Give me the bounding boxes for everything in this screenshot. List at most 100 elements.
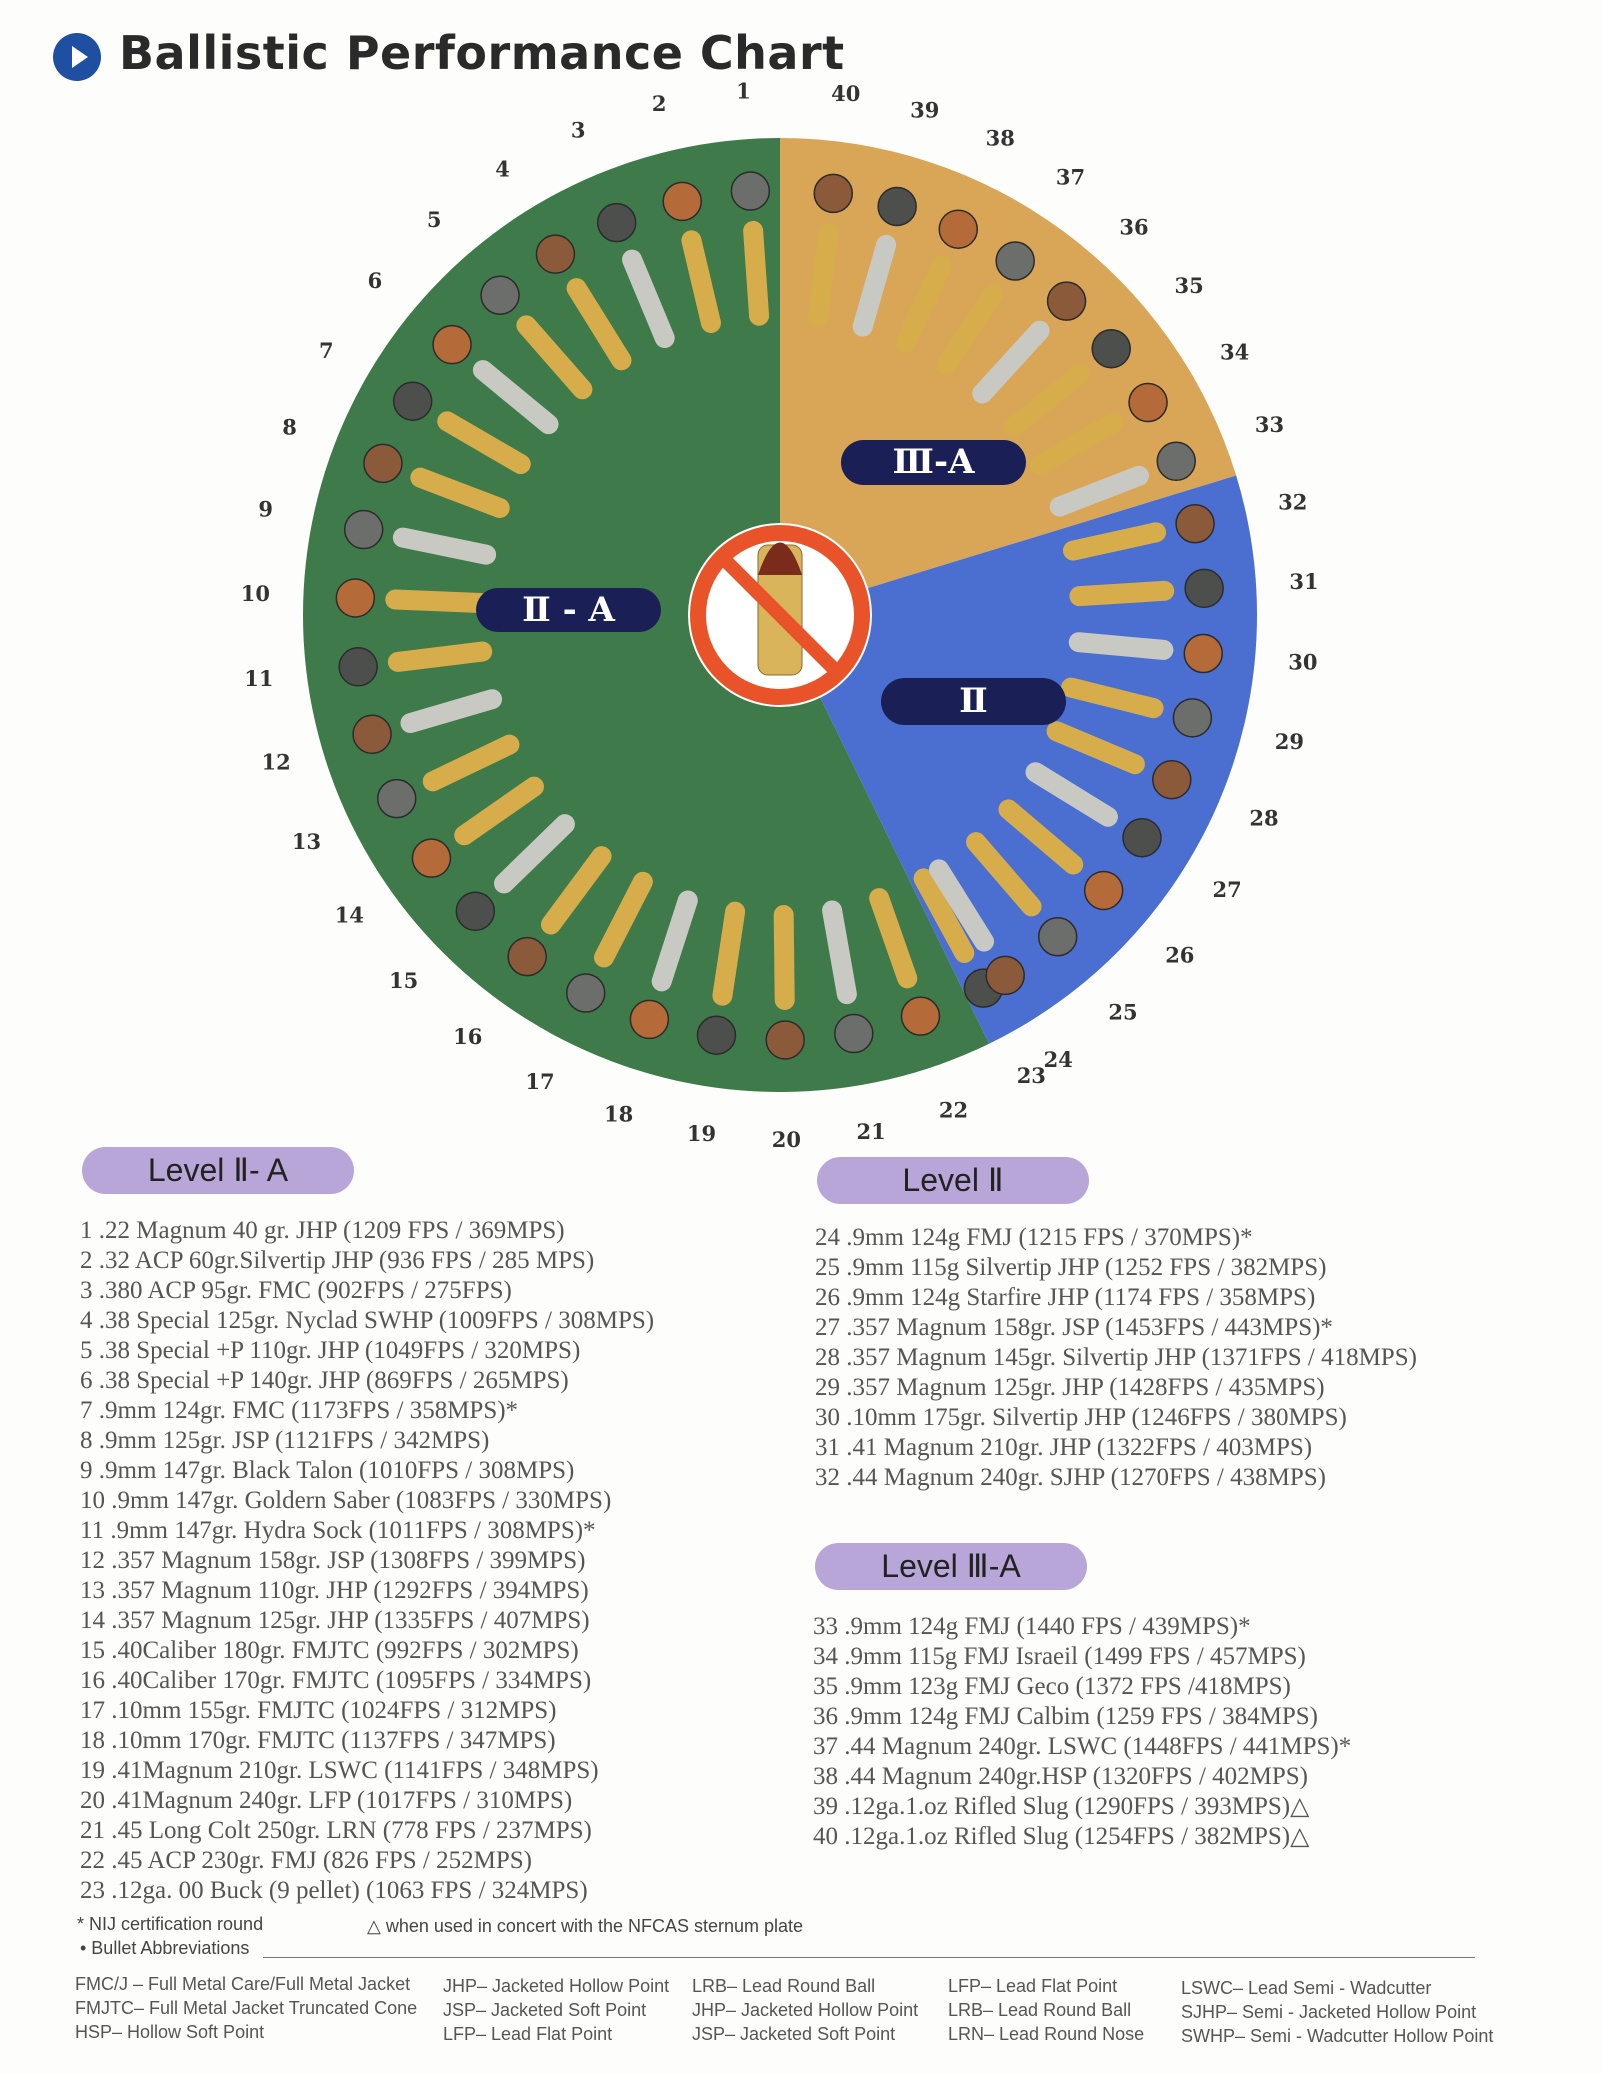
cartridge-icon — [913, 868, 975, 964]
sector-label-iia: Ⅱ - A — [476, 588, 661, 632]
page-title: Ballistic Performance Chart — [119, 26, 845, 80]
bullet-icon — [1172, 698, 1213, 738]
play-icon — [53, 33, 101, 81]
abbreviation: LSWC– Lead Semi - Wadcutter — [1181, 1978, 1432, 1998]
bullet-number: 13 — [292, 829, 321, 854]
cartridge-icon — [1068, 632, 1174, 660]
list-item: 30 .10mm 175gr. Silvertip JHP (1246FPS /… — [815, 1404, 1347, 1431]
bullet-number: 2 — [652, 91, 667, 116]
bullet-icon — [900, 996, 941, 1036]
bullet-number: 21 — [857, 1119, 886, 1144]
bullet-number: 32 — [1278, 489, 1307, 514]
bullet-icon — [877, 186, 917, 227]
abbreviation: LFP– Lead Flat Point — [443, 2024, 613, 2044]
list-item: 15 .40Caliber 180gr. FMJTC (992FPS / 302… — [80, 1637, 579, 1664]
abbreviation: LRN– Lead Round Nose — [948, 2024, 1145, 2044]
bullet-icon — [813, 173, 854, 214]
level-iia-list: 1 .22 Magnum 40 gr. JHP (1209 FPS / 369M… — [80, 1216, 654, 1906]
bullet-icon — [596, 202, 637, 243]
cartridge-icon — [392, 527, 497, 565]
bullet-icon — [1175, 503, 1215, 544]
sector-label-iiia: Ⅲ-A — [841, 440, 1026, 485]
abbreviation: JHP– Jacketed Hollow Point — [443, 1976, 670, 1996]
bullet-tip-icon — [758, 542, 802, 575]
level-iia-heading: Level Ⅱ- A — [82, 1147, 354, 1194]
bullet-number: 29 — [1275, 729, 1304, 754]
list-item: 36 .9mm 124g FMJ Calbim (1259 FPS / 384M… — [813, 1703, 1318, 1730]
cartridge-icon — [454, 776, 544, 846]
abbreviation: SWHP– Semi - Wadcutter Hollow Point — [1181, 2026, 1494, 2046]
list-item: 35 .9mm 123g FMJ Geco (1372 FPS /418MPS) — [813, 1673, 1291, 1700]
bullet-number: 40 — [831, 81, 860, 106]
no-symbol-slash — [717, 552, 843, 678]
list-item: 24 .9mm 124g FMJ (1215 FPS / 370MPS)* — [815, 1224, 1253, 1251]
list-item: 2 .32 ACP 60gr.Silvertip JHP (936 FPS / … — [80, 1247, 595, 1274]
divider — [263, 1957, 1475, 1958]
list-item: 28 .357 Magnum 145gr. Silvertip JHP (137… — [815, 1344, 1417, 1371]
bullet-number: 16 — [453, 1024, 482, 1049]
cartridge-icon — [1061, 677, 1164, 719]
list-item: 1 .22 Magnum 40 gr. JHP (1209 FPS / 369M… — [80, 1217, 565, 1244]
list-item: 25 .9mm 115g Silvertip JHP (1252 FPS / 3… — [815, 1254, 1327, 1281]
cartridge-icon — [437, 411, 531, 475]
list-item: 3 .380 ACP 95gr. FMC (902FPS / 275FPS) — [80, 1277, 512, 1304]
bullet-icon — [338, 647, 378, 687]
bullet-icon — [985, 955, 1025, 996]
bullet-number: 39 — [910, 97, 939, 122]
cartridge-icon — [1029, 412, 1124, 475]
cartridge-icon — [472, 360, 559, 435]
abbreviation: JHP– Jacketed Hollow Point — [692, 2000, 919, 2020]
bullet-icon — [629, 999, 670, 1040]
cartridge-icon — [998, 799, 1084, 875]
cartridge-icon — [869, 888, 918, 989]
bullet-number: 18 — [604, 1102, 633, 1127]
cartridge-icon — [852, 234, 897, 337]
level-iiia-list: 33 .9mm 124g FMJ (1440 FPS / 439MPS)*34 … — [813, 1612, 1351, 1852]
bullet-icon — [480, 275, 520, 315]
list-item: 32 .44 Magnum 240gr. SJHP (1270FPS / 438… — [815, 1464, 1326, 1491]
bullet-number: 12 — [261, 749, 290, 774]
list-item: 23 .12ga. 00 Buck (9 pellet) (1063 FPS /… — [80, 1877, 588, 1904]
list-item: 8 .9mm 125gr. JSP (1121FPS / 342MPS) — [80, 1427, 490, 1454]
cartridge-icon — [566, 278, 632, 371]
cartridge-icon — [1025, 762, 1118, 827]
bullet-number: 22 — [939, 1097, 968, 1122]
sector-label-ii: Ⅱ — [881, 678, 1066, 725]
bullet-icon — [662, 181, 702, 222]
list-item: 6 .38 Special +P 140gr. JHP (869FPS / 26… — [80, 1367, 569, 1394]
list-item: 18 .10mm 170gr. FMJTC (1137FPS / 347MPS) — [80, 1727, 556, 1754]
bullet-icon — [507, 936, 547, 977]
cartridge-icon — [807, 223, 839, 328]
bullet-number: 17 — [525, 1069, 554, 1094]
cartridge-icon — [594, 871, 653, 968]
cartridge-icon — [622, 249, 675, 349]
list-item: 20 .41Magnum 240gr. LFP (1017FPS / 310MP… — [80, 1787, 573, 1814]
bullet-number: 33 — [1255, 412, 1284, 437]
bullet-icon — [376, 778, 417, 819]
cartridge-icon — [773, 904, 795, 1010]
bullet-number: 35 — [1175, 273, 1204, 298]
bullet-number: 27 — [1213, 877, 1242, 902]
bullet-icon — [1183, 633, 1224, 674]
cartridge-icon — [493, 814, 575, 894]
abbreviation: LFP– Lead Flat Point — [948, 1976, 1118, 1996]
list-item: 26 .9mm 124g Starfire JHP (1174 FPS / 35… — [815, 1284, 1316, 1311]
bullet-icon — [1122, 817, 1162, 858]
cartridge-icon — [540, 846, 612, 935]
abbreviation: FMC/J – Full Metal Care/Full Metal Jacke… — [75, 1974, 411, 1994]
bullet-number: 28 — [1249, 805, 1278, 830]
no-symbol-icon — [690, 525, 870, 705]
list-item: 38 .44 Magnum 240gr.HSP (1320FPS / 402MP… — [813, 1763, 1308, 1790]
nfcas-footnote: △ when used in concert with the NFCAS st… — [367, 1916, 804, 1936]
cartridge-icon — [895, 255, 952, 353]
cartridge-icon — [651, 890, 698, 992]
bullet-icon — [432, 324, 472, 365]
bullet-number: 34 — [1220, 340, 1249, 365]
cartridge-icon — [928, 859, 995, 952]
level-ii-heading: Level Ⅱ — [817, 1157, 1089, 1204]
abbreviation: JSP– Jacketed Soft Point — [692, 2024, 896, 2044]
cartridge-icon — [966, 832, 1042, 917]
list-item: 19 .41Magnum 210gr. LSWC (1141FPS / 348M… — [80, 1757, 599, 1784]
bullet-icon — [535, 234, 576, 274]
